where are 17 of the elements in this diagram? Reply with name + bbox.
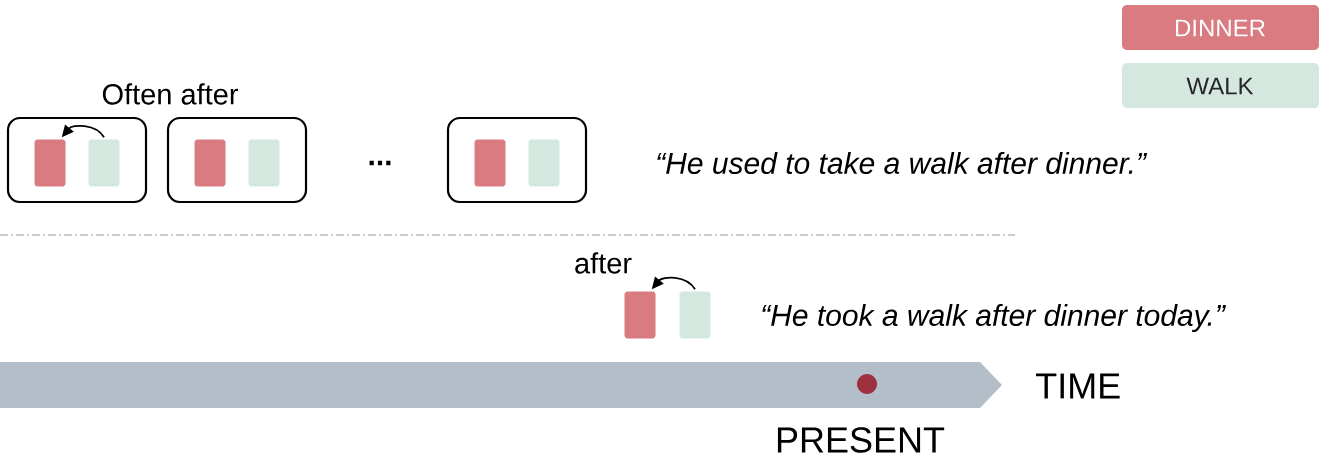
- ellipsis: ...: [369, 160, 391, 166]
- walk-block: [248, 139, 280, 187]
- marker-label: PRESENT: [777, 427, 945, 453]
- quote-text: “He took a walk after dinner today.”: [762, 304, 1226, 332]
- dinner-block: [34, 139, 66, 187]
- legend-label: DINNER: [1176, 19, 1265, 37]
- walk-block: [679, 291, 711, 339]
- walk-block: [528, 139, 560, 187]
- dinner-block: [624, 291, 656, 339]
- dinner-block: [194, 139, 226, 187]
- edge-label: Often after: [102, 83, 238, 105]
- axis-label: TIME: [1036, 373, 1120, 399]
- dinner-block: [474, 139, 506, 187]
- quote-text: “He used to take a walk after dinner.”: [657, 151, 1148, 174]
- edge-label: after: [575, 252, 632, 274]
- walk-block: [88, 139, 120, 187]
- legend-label: WALK: [1186, 77, 1254, 95]
